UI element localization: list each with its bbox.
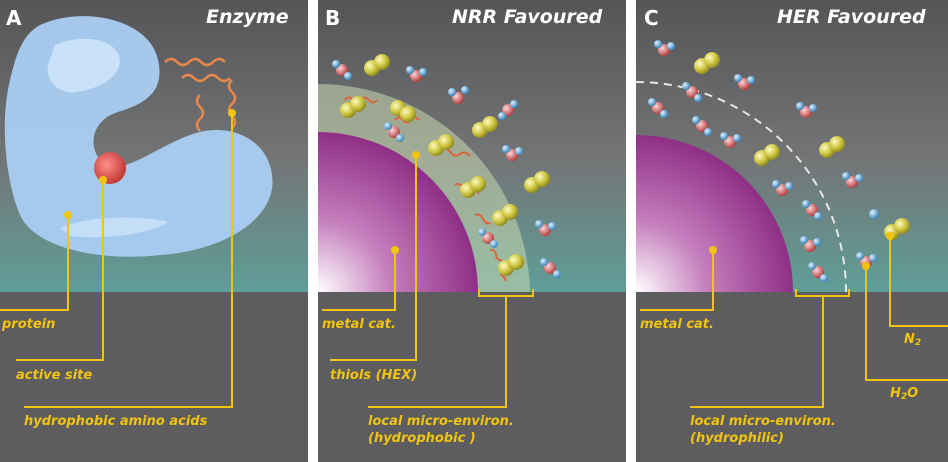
label-active-site: active site — [16, 368, 93, 383]
label-metal-cat-c: metal cat. — [640, 317, 714, 332]
panel-b-letter: B — [325, 6, 341, 30]
water-molecules — [648, 40, 879, 282]
metal-catalyst — [318, 132, 478, 292]
panel-a-title: Enzyme — [206, 6, 289, 28]
label-hydrophobic-amino-acids: hydrophobic amino acids — [24, 414, 208, 429]
label-n2: N2 — [904, 332, 921, 351]
label-thiols: thiols (HEX) — [330, 368, 418, 383]
label-micro-env-c-line1: local micro-environ. — [690, 414, 836, 429]
panel-c-letter: C — [644, 6, 659, 30]
leader-lines — [0, 113, 948, 408]
h2o-o-symbol: O — [907, 386, 919, 401]
her-group — [636, 40, 910, 292]
metal-catalyst — [636, 135, 793, 292]
label-micro-env-b-line1: local micro-environ. — [368, 414, 514, 429]
n2-subscript: 2 — [914, 338, 922, 348]
n2-symbol: N — [904, 332, 915, 347]
protein-highlight — [47, 38, 121, 93]
label-protein: protein — [2, 317, 56, 332]
hydrophobic-chains — [164, 57, 237, 132]
panel-divider — [308, 0, 318, 462]
panel-a-letter: A — [6, 6, 22, 30]
active-site-sphere — [94, 152, 126, 184]
enzyme-group — [4, 16, 273, 257]
h2o-h-symbol: H — [890, 386, 901, 401]
water-molecules — [332, 60, 561, 278]
panel-divider — [626, 0, 636, 462]
h2o-subscript: 2 — [900, 392, 908, 402]
label-h2o: H2O — [890, 386, 918, 405]
n2-molecules — [694, 52, 910, 240]
panel-c-title: HER Favoured — [777, 6, 926, 28]
n2-molecules — [340, 54, 550, 276]
panel-b-title: NRR Favoured — [452, 6, 603, 28]
label-micro-env-c-line2: (hydrophilic) — [690, 431, 784, 446]
label-micro-env-b-line2: (hydrophobic ) — [368, 431, 476, 446]
nrr-group — [318, 54, 561, 292]
label-metal-cat-b: metal cat. — [322, 317, 396, 332]
protein-highlight — [60, 217, 168, 238]
